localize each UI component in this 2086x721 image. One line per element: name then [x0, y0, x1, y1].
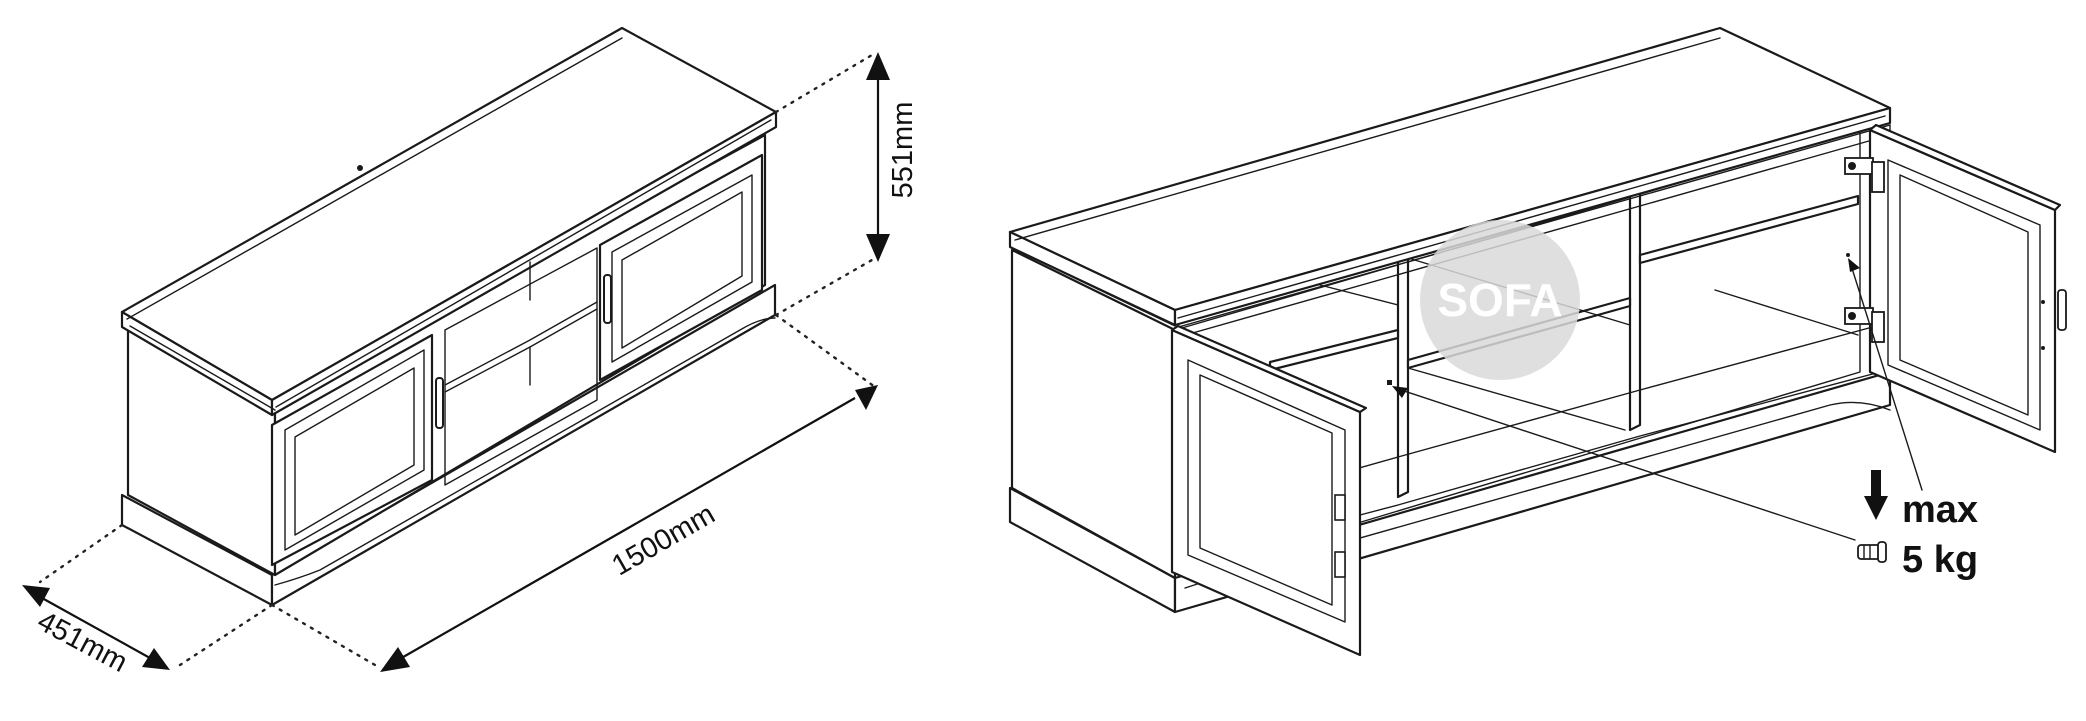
depth-label: 451mm	[32, 605, 132, 679]
watermark-text: SOFA	[1437, 274, 1562, 326]
sofa-watermark: SOFA	[1420, 220, 1580, 380]
open-shelf	[444, 247, 598, 486]
load-note: max 5 kg	[1857, 470, 1978, 581]
left-door	[270, 333, 434, 567]
closed-unit-figure	[120, 26, 778, 607]
load-note-line2: 5 kg	[1902, 539, 1978, 581]
door-handle-icon	[2057, 289, 2067, 331]
down-arrow-icon	[1864, 470, 1888, 520]
width-label: 1500mm	[607, 498, 721, 582]
plinth	[120, 283, 777, 607]
hinge-icon	[1334, 551, 1346, 578]
door-handle-icon	[435, 377, 444, 429]
door-handle-icon	[603, 274, 612, 324]
left-open-door	[1170, 324, 1368, 657]
hinge-icon	[1334, 494, 1346, 521]
load-note-line1: max	[1902, 489, 1978, 531]
height-dimension: 551mm	[774, 52, 919, 317]
right-door	[598, 153, 764, 382]
hinge-icon	[1844, 157, 1885, 193]
hinge-icon	[1844, 307, 1885, 343]
open-unit-figure: SOFA	[1008, 26, 2067, 657]
shelf-peg-icon	[1857, 541, 1887, 563]
top-slab-open	[1008, 26, 1892, 339]
right-open-door	[1844, 123, 2067, 454]
height-label: 551mm	[887, 102, 919, 199]
peg-leaders	[1387, 253, 1923, 541]
